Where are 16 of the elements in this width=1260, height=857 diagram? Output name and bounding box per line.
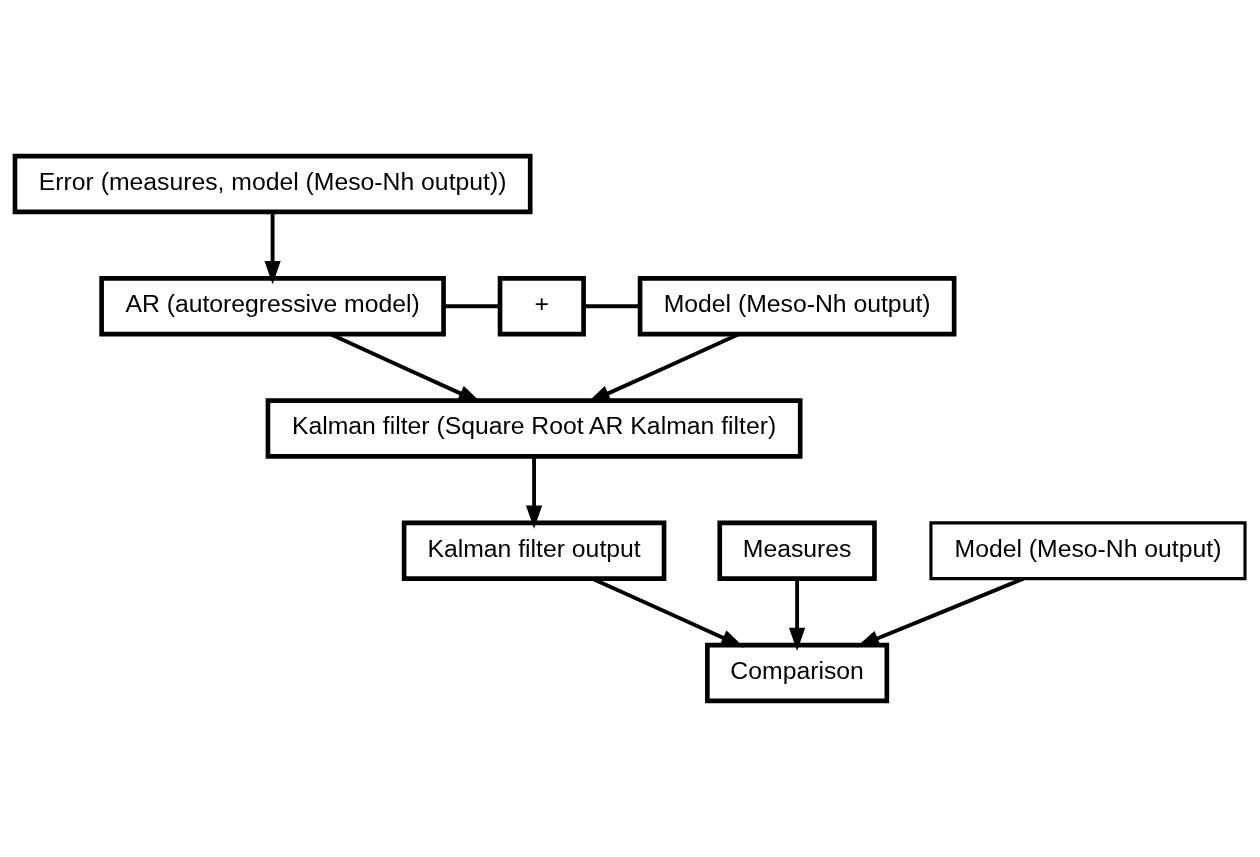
- arrow: [591, 576, 745, 648]
- node-box: Comparison: [705, 642, 890, 704]
- arrow: [856, 576, 1025, 648]
- node-box: Error (measures, model (Meso-Nh output)): [12, 153, 533, 215]
- arrow: [264, 212, 281, 285]
- node-box: +: [497, 276, 586, 337]
- node-box: Model (Meso-Nh output): [929, 521, 1247, 581]
- node-box: Kalman filter output: [401, 520, 667, 581]
- connector: [444, 304, 500, 309]
- arrow: [788, 578, 806, 651]
- node-box: AR (autoregressive model): [99, 276, 446, 337]
- arrow: [525, 456, 543, 529]
- connector: [583, 304, 640, 309]
- node-box: Measures: [717, 520, 877, 581]
- node-box: Model (Meso-Nh output): [637, 276, 957, 337]
- node-box: Kalman filter (Square Root AR Kalman filter): [265, 398, 803, 459]
